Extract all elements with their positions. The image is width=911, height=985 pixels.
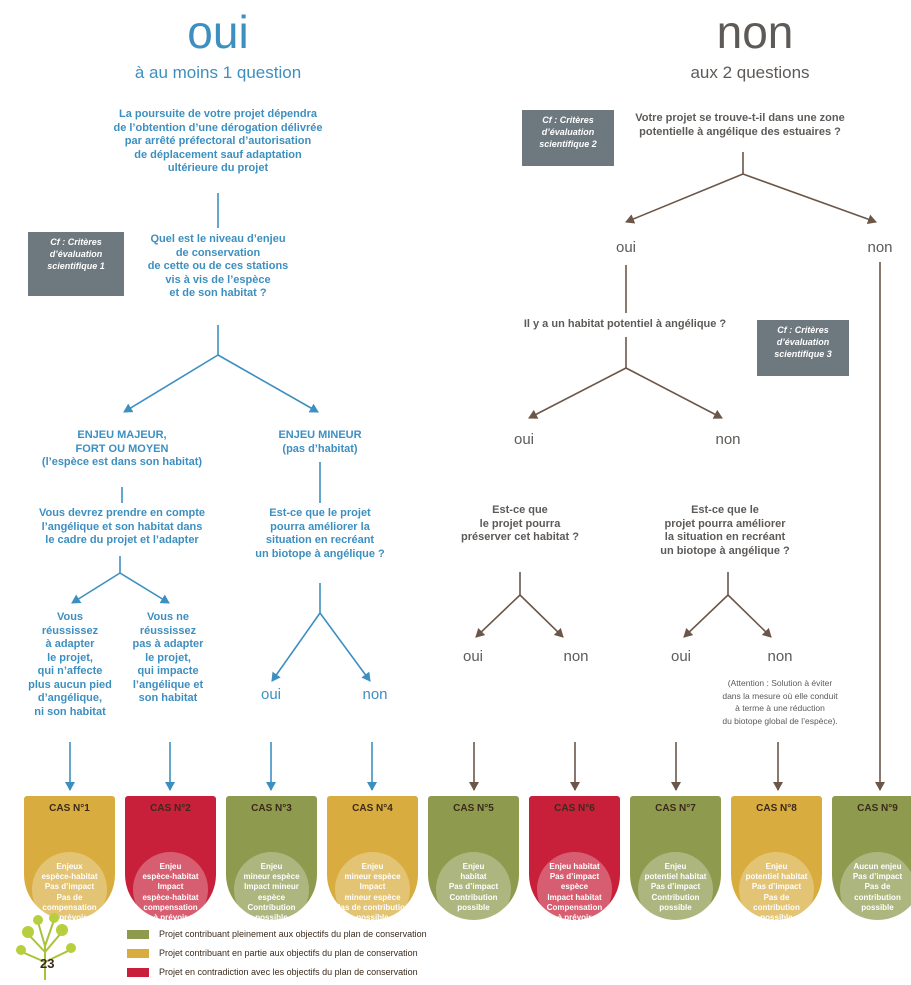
page-number: 23 bbox=[40, 956, 55, 971]
case-2-body: Enjeu espèce-habitat Impact espèce-habit… bbox=[125, 822, 216, 927]
case-1: CAS N°1 Enjeux espèce-habitat Pas d’impa… bbox=[24, 796, 115, 927]
edge-split-mineur bbox=[217, 354, 319, 413]
case-8: CAS N°8 Enjeu potentiel habitat Pas d’im… bbox=[731, 796, 822, 927]
edge-split-majeur bbox=[123, 354, 219, 413]
case-7-text: Enjeu potentiel habitat Pas d’impact Con… bbox=[644, 862, 707, 912]
case-1-header: CAS N°1 bbox=[24, 796, 115, 822]
case-3-header: CAS N°3 bbox=[226, 796, 317, 822]
prendre-compte-text: Vous devrez prendre en compte l’angéliqu… bbox=[38, 507, 206, 546]
reussissez-text: Vous réussissez à adapter le projet, qui… bbox=[28, 611, 112, 718]
edge-split-non bbox=[319, 612, 371, 682]
pres-non-label: non bbox=[563, 648, 589, 665]
case-7-body: Enjeu potentiel habitat Pas d’impact Con… bbox=[630, 822, 721, 927]
case-7: CAS N°7 Enjeu potentiel habitat Pas d’im… bbox=[630, 796, 721, 927]
edge-split-ne-reussissez bbox=[119, 572, 170, 604]
non-subtitle: aux 2 questions bbox=[690, 63, 810, 82]
enjeu-mineur-label: ENJEU MINEUR (pas d’habitat) bbox=[278, 429, 362, 455]
edge-split-oui bbox=[271, 612, 321, 682]
rameliorer-question: Est-ce que le projet pourra améliorer la… bbox=[660, 504, 790, 557]
legend-swatch-yellow bbox=[127, 949, 149, 958]
pres-oui-label: oui bbox=[462, 648, 484, 665]
case-6: CAS N°6 Enjeu habitat Pas d’impact espèc… bbox=[529, 796, 620, 927]
case-4-text: Enjeu mineur espèce Impact mineur espèce… bbox=[335, 862, 410, 923]
attention-note: (Attention : Solution à éviter dans la m… bbox=[722, 678, 838, 726]
case-5-text: Enjeu habitat Pas d’impact Contribution … bbox=[448, 862, 499, 912]
left-oui-label: oui bbox=[260, 686, 282, 703]
enjeu-question: Quel est le niveau d’enjeu de conservati… bbox=[147, 233, 289, 299]
edge-hsplit-oui bbox=[528, 367, 627, 419]
criteria-box-1: Cf : Critères d’évaluation scientifique … bbox=[28, 232, 124, 296]
edge-rsplit-oui bbox=[625, 173, 744, 224]
case-3: CAS N°3 Enjeu mineur espèce Impact mineu… bbox=[226, 796, 317, 927]
case-8-header: CAS N°8 bbox=[731, 796, 822, 822]
case-5: CAS N°5 Enjeu habitat Pas d’impact Contr… bbox=[428, 796, 519, 927]
amel-non-label: non bbox=[767, 648, 793, 665]
case-4: CAS N°4 Enjeu mineur espèce Impact mineu… bbox=[327, 796, 418, 927]
case-9-header: CAS N°9 bbox=[832, 796, 911, 822]
case-9: CAS N°9 Aucun enjeu Pas d’impact Pas de … bbox=[832, 796, 911, 927]
hab-non-label: non bbox=[715, 431, 741, 448]
hab-oui-label: oui bbox=[513, 431, 535, 448]
case-4-header: CAS N°4 bbox=[327, 796, 418, 822]
ameliorer-question: Est-ce que le projet pourra améliorer la… bbox=[255, 507, 385, 560]
case-9-body: Aucun enjeu Pas d’impact Pas de contribu… bbox=[832, 822, 911, 927]
case-8-text: Enjeu potentiel habitat Pas d’impact Pas… bbox=[745, 862, 808, 923]
case-3-text: Enjeu mineur espèce Impact mineur espèce… bbox=[243, 862, 300, 923]
case-9-text: Aucun enjeu Pas d’impact Pas de contribu… bbox=[852, 862, 903, 912]
preserver-question: Est-ce que le projet pourra préserver ce… bbox=[461, 504, 579, 543]
non-title: non bbox=[716, 6, 794, 58]
enjeu-majeur-label: ENJEU MAJEUR, FORT OU MOYEN (l’espèce es… bbox=[41, 429, 203, 468]
legend-text: Projet contribuant en partie aux objecti… bbox=[159, 948, 418, 958]
legend-text: Projet en contradiction avec les objecti… bbox=[159, 967, 418, 977]
case-4-body: Enjeu mineur espèce Impact mineur espèce… bbox=[327, 822, 418, 927]
angelica-plant-icon bbox=[16, 913, 76, 980]
case-2-header: CAS N°2 bbox=[125, 796, 216, 822]
amel-oui-label: oui bbox=[670, 648, 692, 665]
zone-question: Votre projet se trouve-t-il dans une zon… bbox=[635, 112, 845, 138]
edge-psplit-oui bbox=[475, 594, 521, 638]
intro-text: La poursuite de votre projet dépendra de… bbox=[113, 108, 323, 174]
case-1-body: Enjeux espèce-habitat Pas d’impact Pas d… bbox=[24, 822, 115, 927]
edge-rsplit-non bbox=[742, 173, 877, 224]
case-6-text: Enjeu habitat Pas d’impact espèce Impact… bbox=[546, 862, 603, 923]
criteria-box-3: Cf : Critères d’évaluation scientifique … bbox=[757, 320, 849, 376]
edge-split-reussissez bbox=[71, 572, 121, 604]
case-3-body: Enjeu mineur espèce Impact mineur espèce… bbox=[226, 822, 317, 927]
legend-text: Projet contribuant pleinement aux object… bbox=[159, 929, 427, 939]
case-2: CAS N°2 Enjeu espèce-habitat Impact espè… bbox=[125, 796, 216, 927]
case-6-body: Enjeu habitat Pas d’impact espèce Impact… bbox=[529, 822, 620, 927]
oui-subtitle: à au moins 1 question bbox=[134, 63, 302, 82]
criteria-box-2: Cf : Critères d’évaluation scientifique … bbox=[522, 110, 614, 166]
ne-reussissez-text: Vous ne réussissez pas à adapter le proj… bbox=[132, 611, 204, 704]
case-2-text: Enjeu espèce-habitat Impact espèce-habit… bbox=[142, 862, 199, 923]
edge-asplit-oui bbox=[683, 594, 729, 638]
right-oui-label: oui bbox=[615, 239, 637, 256]
legend-swatch-red bbox=[127, 968, 149, 977]
edge-hsplit-non bbox=[625, 367, 723, 419]
case-8-body: Enjeu potentiel habitat Pas d’impact Pas… bbox=[731, 822, 822, 927]
oui-title: oui bbox=[187, 6, 249, 58]
legend-swatch-green bbox=[127, 930, 149, 939]
case-7-header: CAS N°7 bbox=[630, 796, 721, 822]
case-5-body: Enjeu habitat Pas d’impact Contribution … bbox=[428, 822, 519, 927]
edge-psplit-non bbox=[519, 594, 564, 638]
right-non-label: non bbox=[867, 239, 893, 256]
case-6-header: CAS N°6 bbox=[529, 796, 620, 822]
habitat-question: Il y a un habitat potentiel à angélique … bbox=[523, 318, 727, 330]
left-non-label: non bbox=[362, 686, 388, 703]
edge-asplit-non bbox=[727, 594, 772, 638]
case-5-header: CAS N°5 bbox=[428, 796, 519, 822]
